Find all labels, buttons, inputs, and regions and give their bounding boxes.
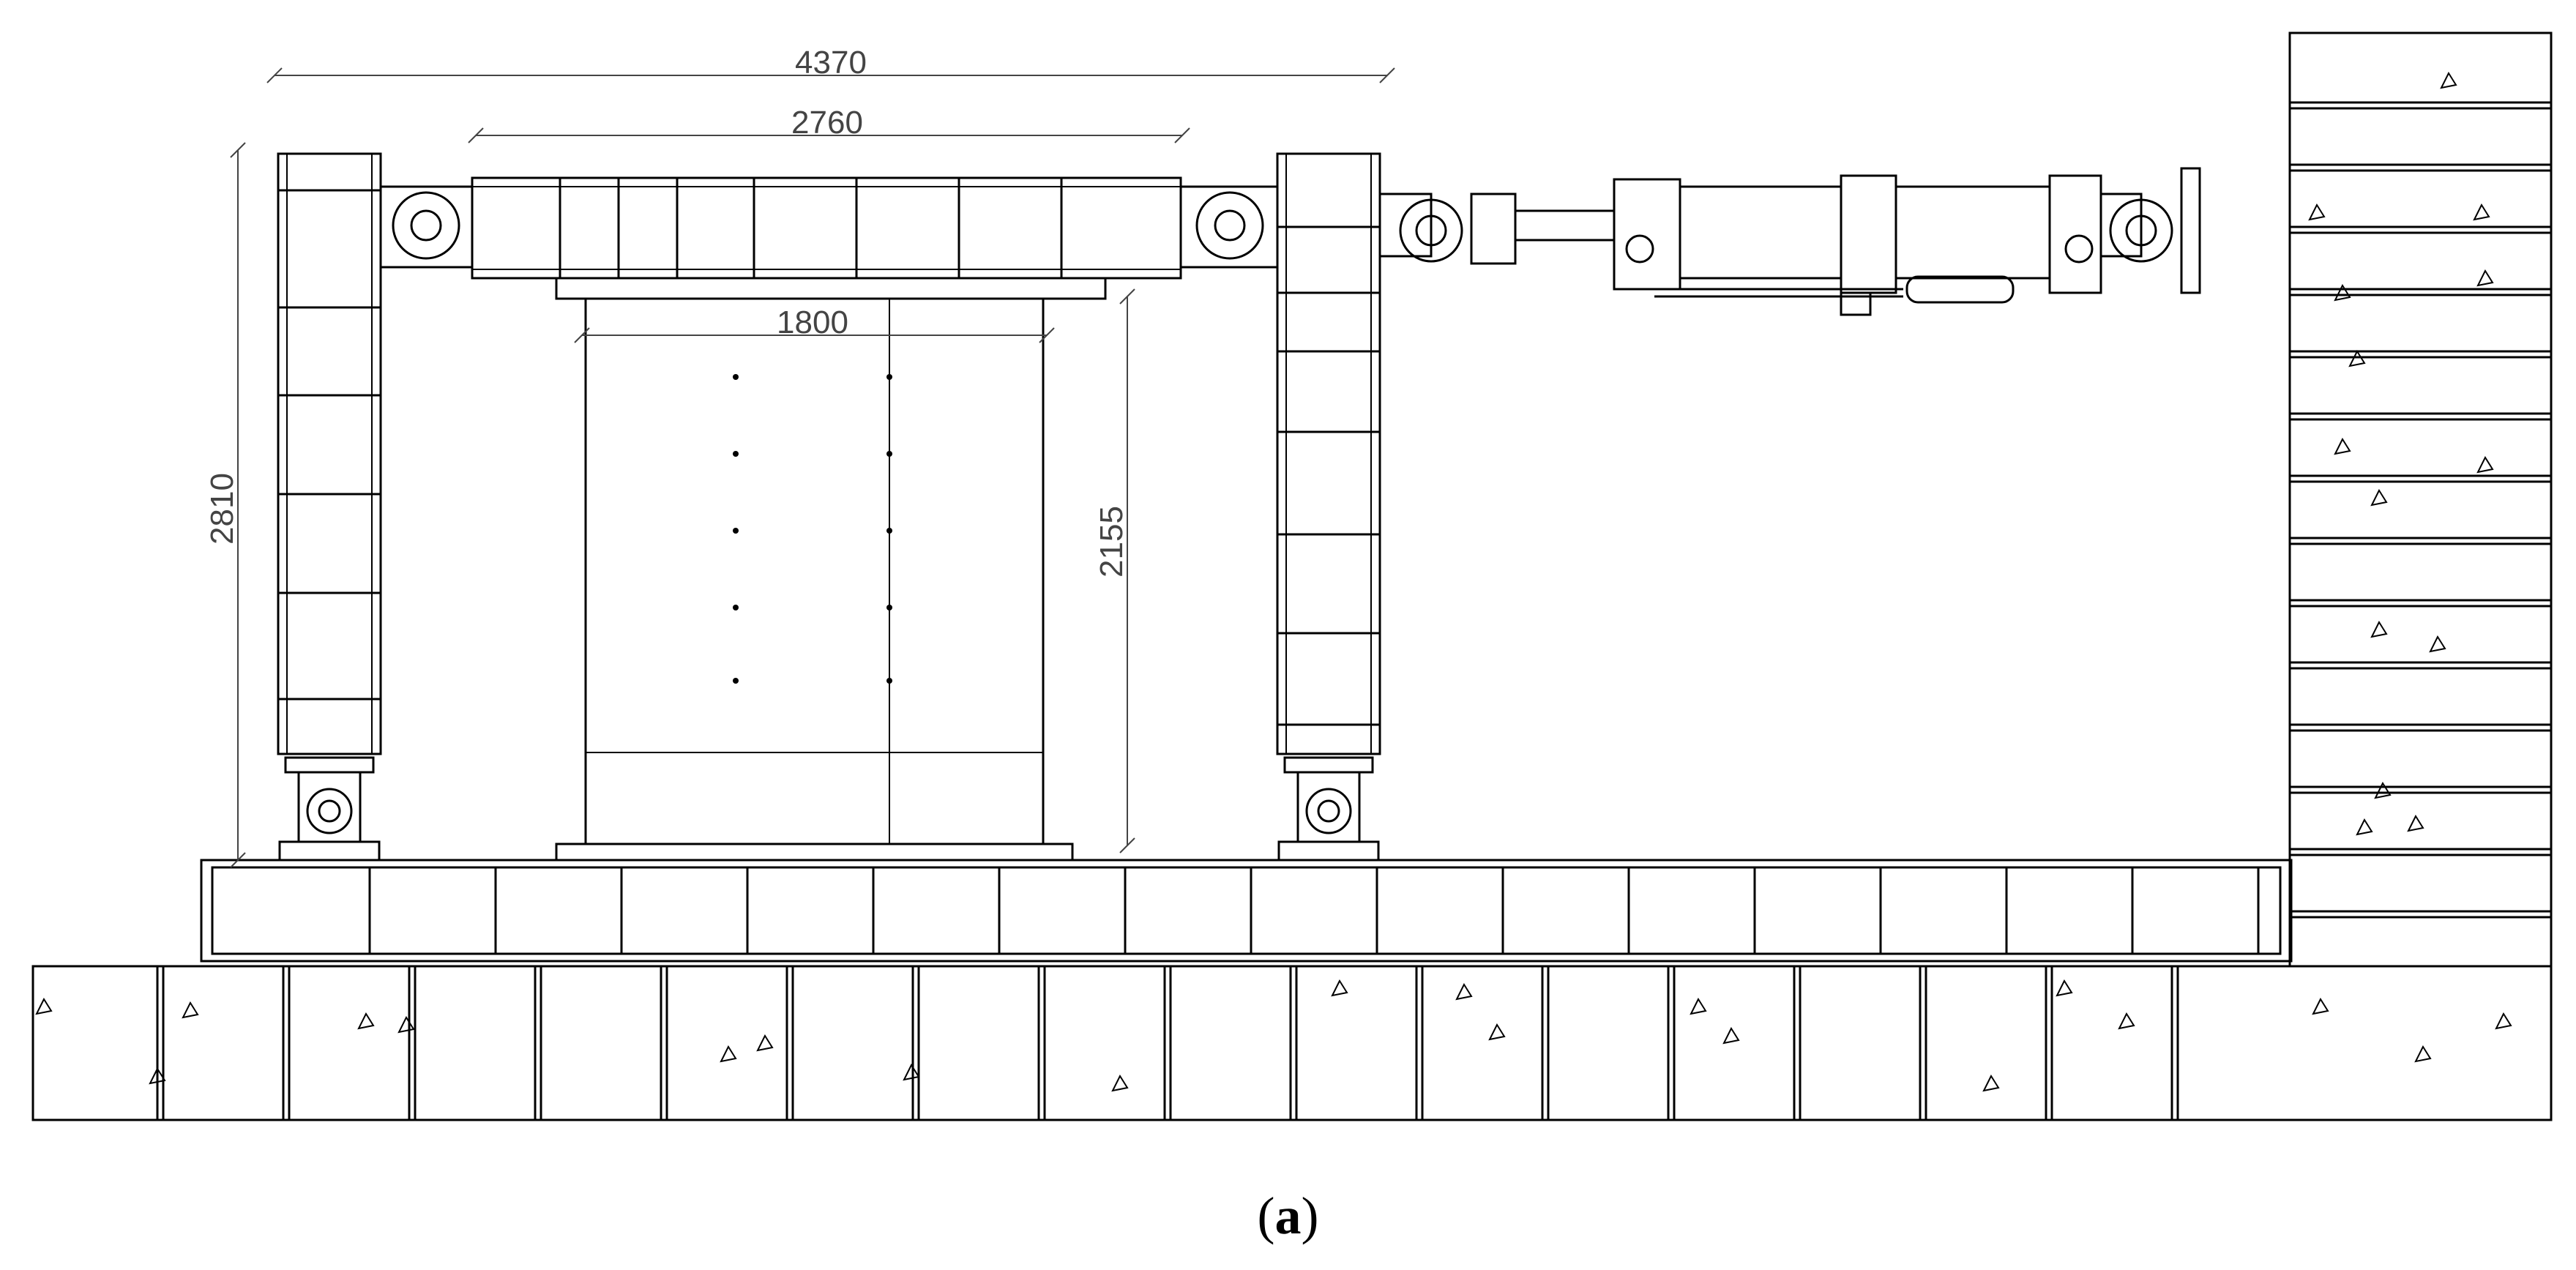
top-beam-stiffeners <box>559 178 1063 278</box>
dimension-lines <box>230 67 1395 868</box>
dimension-column-height: 2810 <box>204 473 240 545</box>
reaction-wall <box>2288 31 2553 968</box>
right-column <box>1179 152 1381 862</box>
base-beam <box>200 859 2293 963</box>
dimension-wall-width: 1800 <box>777 305 848 340</box>
left-column <box>277 152 474 862</box>
floor-joints <box>156 966 2179 1120</box>
wall-anchor-dots <box>733 374 892 684</box>
top-loading-beam <box>471 176 1182 300</box>
floor-aggregate-marks <box>35 979 2512 1092</box>
hydraulic-actuator <box>1378 167 2201 316</box>
base-beam-stiffeners <box>368 867 2260 954</box>
dimension-beam-length: 2760 <box>791 105 863 141</box>
caption-label: a <box>1274 1187 1302 1245</box>
wall-specimen <box>555 297 1074 862</box>
wall-courses <box>2290 101 2551 919</box>
wall-aggregate-marks <box>2308 71 2494 836</box>
strong-floor <box>31 965 2553 1121</box>
figure-caption: (a) <box>1257 1187 1319 1245</box>
dimension-overall-length: 4370 <box>795 45 867 81</box>
dimension-wall-height: 2155 <box>1094 506 1130 578</box>
